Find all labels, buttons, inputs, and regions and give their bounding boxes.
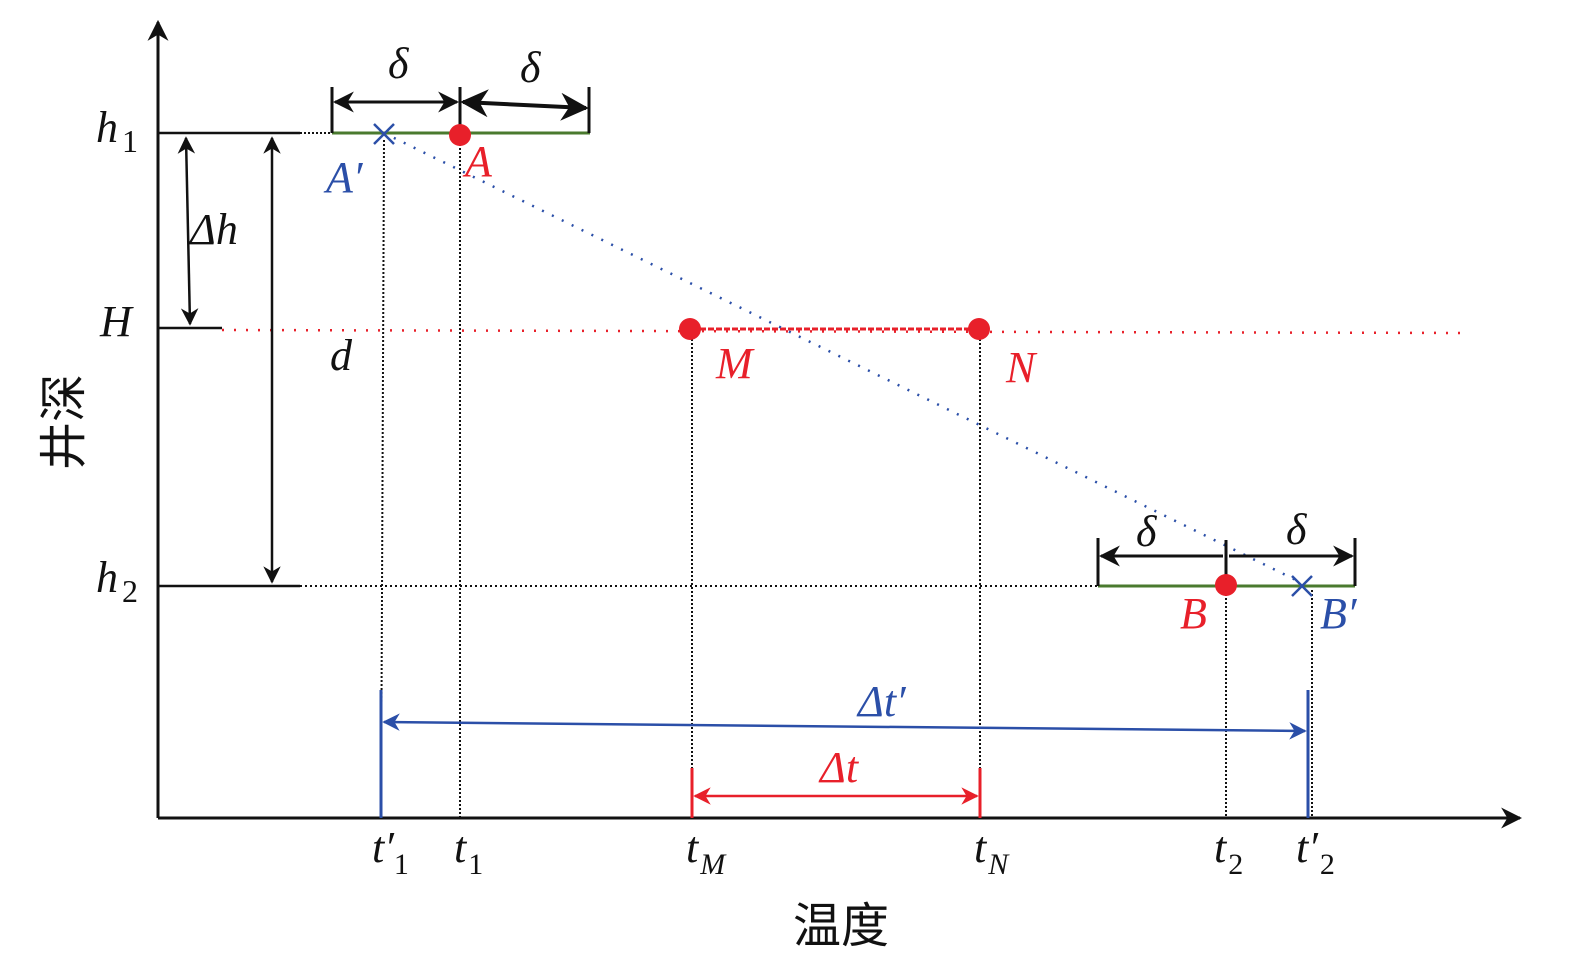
label-A-prime: A′	[323, 153, 364, 202]
d-label: d	[330, 331, 353, 380]
delta-t-prime-label: Δt′	[856, 677, 907, 726]
H-red-dotted	[221, 328, 1471, 335]
x-axis-label: 温度	[793, 898, 889, 954]
tick-t1: t1	[454, 823, 483, 881]
point-N	[968, 318, 990, 340]
delta-t-prime-arrow	[382, 713, 1307, 740]
trend-line	[383, 131, 1303, 585]
tick-tM: tM	[686, 823, 727, 881]
delta-h-label: Δh	[188, 205, 238, 254]
delta-label-top-left: δ	[388, 39, 410, 88]
point-B	[1215, 574, 1237, 596]
H-label: H	[99, 297, 134, 346]
label-B: B	[1180, 589, 1207, 638]
tick-t1-prime: t′1	[372, 823, 409, 881]
point-M	[679, 318, 701, 340]
tick-t2: t2	[1214, 823, 1243, 881]
top-delta-right-arrow	[460, 89, 589, 121]
delta-t-label: Δt	[818, 743, 860, 792]
delta-label-top-right: δ	[520, 43, 542, 92]
label-N: N	[1005, 343, 1038, 392]
point-A-prime-cross-icon	[373, 123, 395, 145]
tick-t2-prime: t′2	[1296, 823, 1335, 881]
delta-h-arrow	[177, 136, 199, 326]
delta-label-bottom-right: δ	[1286, 505, 1308, 554]
point-A	[449, 124, 471, 146]
delta-label-bottom-left: δ	[1136, 507, 1158, 556]
label-B-prime: B′	[1320, 589, 1358, 638]
y-axis-label: 井深	[36, 374, 92, 470]
tick-tN: tN	[974, 823, 1010, 881]
point-B-prime-cross-icon	[1291, 575, 1313, 597]
label-M: M	[715, 339, 755, 388]
label-A: A	[462, 137, 493, 186]
